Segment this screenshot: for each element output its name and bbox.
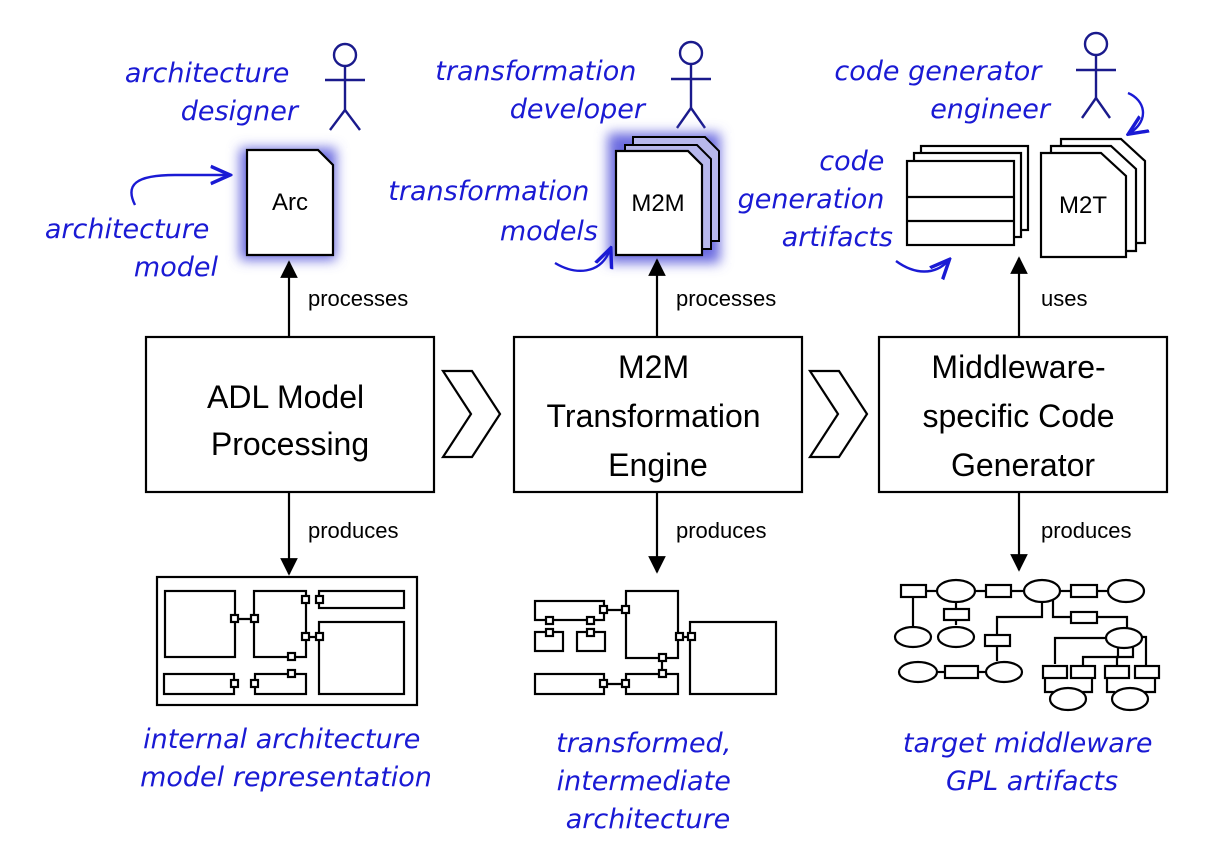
stick-figure-icon — [325, 42, 365, 131]
actor-code-generator-engineer: code generator engineer — [834, 31, 1116, 125]
actor-label-line: engineer — [930, 94, 1052, 125]
stage-title-line: ADL Model — [207, 379, 364, 415]
edge-label-processes: processes — [676, 286, 776, 311]
actor-label: transformation developer — [435, 56, 647, 125]
chevron-arrow-icon — [440, 369, 502, 459]
actor-transformation-developer: transformation developer — [435, 40, 711, 129]
component-diagram-icon — [533, 589, 778, 696]
stage-box-m2m[interactable] — [512, 335, 804, 494]
annotation-line: intermediate — [557, 766, 731, 797]
annotation-line: architecture — [566, 804, 731, 835]
document-icon — [1039, 151, 1128, 259]
output-annotation: target middleware GPL artifacts — [903, 728, 1161, 797]
annotation-line: GPL artifacts — [946, 766, 1118, 797]
actor-label-line: developer — [510, 94, 647, 125]
component-diagram-icon — [155, 575, 419, 707]
annotation-line: architecture — [45, 214, 210, 245]
stage-title-line: Middleware- — [931, 349, 1105, 385]
artifact-annotation: transformation models — [388, 176, 598, 247]
stage-m2m: transformation developer M2M transformat… — [388, 40, 804, 835]
chevron-arrow-icon — [807, 369, 869, 459]
artifact-m2m-documents[interactable]: M2M — [608, 133, 720, 263]
edge-label-produces: produces — [308, 518, 399, 543]
stage-box-codegen[interactable] — [877, 335, 1169, 494]
edge-label-processes: processes — [308, 286, 408, 311]
actor-architecture-designer: architecture designer — [125, 42, 365, 131]
annotation-line: model representation — [140, 762, 432, 793]
annotation-line: artifacts — [782, 222, 893, 253]
artifact-annotation: code generation artifacts — [738, 146, 893, 253]
annotation-line: model — [134, 252, 219, 283]
annotation-line: models — [500, 216, 598, 247]
annotation-line: code — [819, 146, 884, 177]
actor-label-line: transformation — [435, 56, 636, 87]
actor-label-line: designer — [181, 96, 300, 127]
code-generation-artifacts-stack[interactable] — [905, 144, 1030, 247]
stage-codegen: code generator engineer M2T code generat… — [738, 31, 1169, 797]
stage-title-line: Engine — [608, 447, 708, 483]
annotation-line: generation — [738, 184, 885, 215]
stage-title-line: specific Code — [923, 398, 1115, 434]
annotation-line: transformation — [388, 176, 589, 207]
document-label: M2M — [631, 190, 684, 217]
annotation-line: transformed, — [556, 728, 731, 759]
edge-label-produces: produces — [1041, 518, 1132, 543]
artifact-annotation: architecture model — [45, 214, 219, 283]
stage-title-line: Generator — [951, 447, 1095, 483]
graph-network-icon — [893, 578, 1161, 712]
stage-title-line: Processing — [211, 426, 369, 462]
stage-title: M2M Transformation Engine — [547, 349, 770, 483]
stick-figure-icon — [671, 40, 711, 129]
stage-adl: architecture designer Arc architecture m… — [45, 42, 436, 793]
document-icon — [614, 149, 704, 257]
stage-title: Middleware- specific Code Generator — [923, 349, 1124, 483]
stage-title: ADL Model Processing — [207, 379, 373, 462]
output-annotation: internal architecture model representati… — [140, 724, 432, 793]
actor-label-line: architecture — [125, 58, 290, 89]
stage-box-adl[interactable] — [144, 335, 436, 494]
document-icon — [245, 148, 335, 257]
annotation-line: target middleware — [903, 728, 1153, 759]
document-label: Arc — [272, 189, 308, 216]
artifact-m2t-documents[interactable]: M2T — [1039, 137, 1147, 259]
stick-figure-icon — [1076, 31, 1116, 119]
artifact-arc-document[interactable]: Arc — [240, 148, 336, 260]
annotation-curl-arrow-icon — [130, 175, 228, 206]
actor-label-line: code generator — [834, 56, 1043, 87]
actor-label: code generator engineer — [834, 56, 1052, 125]
document-label: M2T — [1059, 192, 1107, 219]
output-annotation: transformed, intermediate architecture — [556, 728, 740, 835]
stage-title-line: Transformation — [547, 398, 761, 434]
actor-label: architecture designer — [125, 58, 300, 127]
stage-title-line: M2M — [618, 349, 689, 385]
edge-label-produces: produces — [676, 518, 767, 543]
annotation-line: internal architecture — [143, 724, 420, 755]
annotation-curl-arrow-icon — [895, 261, 948, 272]
annotation-curl-arrow-icon — [554, 250, 610, 272]
annotation-curl-arrow-icon — [1128, 91, 1143, 133]
edge-label-uses: uses — [1041, 286, 1087, 311]
